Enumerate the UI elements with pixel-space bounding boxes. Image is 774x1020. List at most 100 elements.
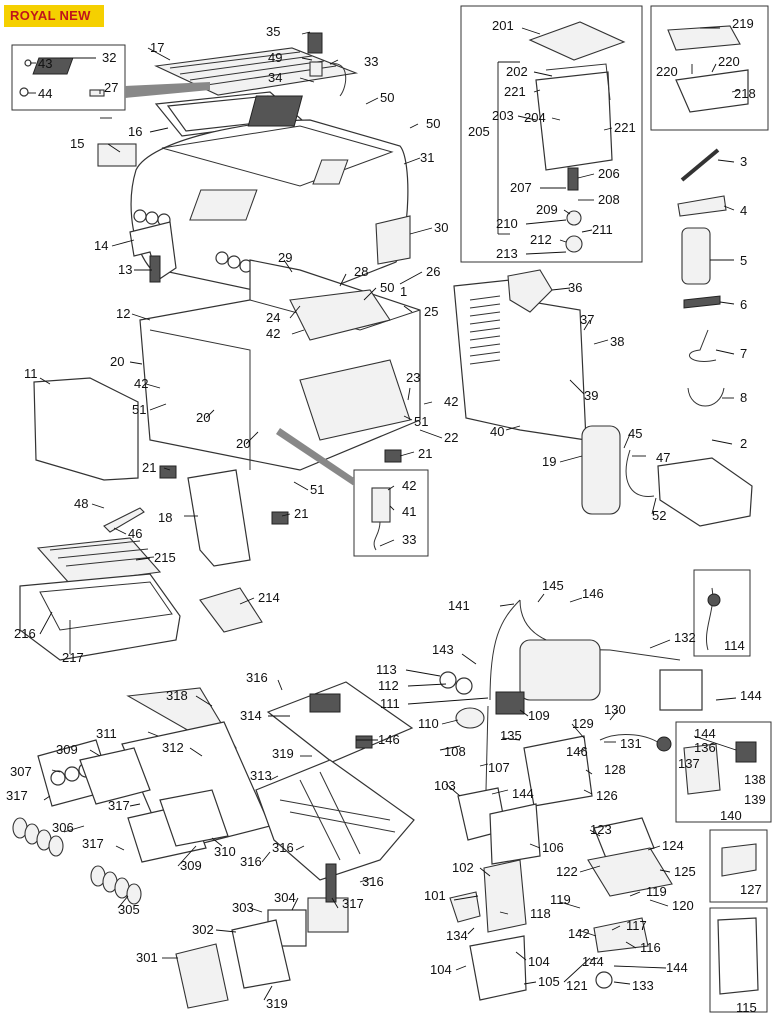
small-parts-inset — [19, 57, 105, 97]
bracket-36 — [507, 269, 553, 313]
brush-3 — [680, 148, 720, 182]
callout-219: 219 — [732, 16, 754, 31]
callout-30: 30 — [434, 220, 448, 235]
callout-146-2: 146 — [378, 732, 400, 747]
callout-116: 116 — [640, 940, 661, 955]
grounds-drawer-18 — [187, 469, 251, 567]
callout-12: 12 — [116, 306, 130, 321]
callout-16: 16 — [128, 124, 142, 139]
callout-42-1: 42 — [266, 326, 280, 341]
callout-144-3: 144 — [512, 786, 534, 801]
callout-146-1: 146 — [582, 586, 604, 601]
callout-43: 43 — [38, 56, 52, 71]
callout-119-2: 119 — [646, 884, 667, 899]
heating-block-2 — [657, 457, 753, 527]
grease-tube-4 — [677, 195, 727, 217]
callout-2: 2 — [740, 436, 747, 451]
tube-8 — [687, 387, 725, 407]
callout-306: 306 — [52, 820, 74, 835]
callout-316-4: 316 — [362, 874, 384, 889]
callout-316-2: 316 — [240, 854, 262, 869]
callout-132: 132 — [674, 630, 696, 645]
callout-124: 124 — [662, 838, 684, 853]
callout-135: 135 — [500, 728, 522, 743]
callout-304: 304 — [274, 890, 296, 905]
callout-134: 134 — [446, 928, 468, 943]
inset-box-water-tank — [460, 5, 643, 263]
callout-8: 8 — [740, 390, 747, 405]
callout-317-3: 317 — [82, 836, 104, 851]
callout-136: 136 — [694, 740, 716, 755]
callout-146-3: 146 — [566, 744, 588, 759]
callout-215: 215 — [154, 550, 176, 565]
callout-120: 120 — [672, 898, 694, 913]
callout-112: 112 — [378, 678, 399, 693]
callout-47: 47 — [656, 450, 670, 465]
callout-144-2: 144 — [694, 726, 716, 741]
callout-51-2: 51 — [414, 414, 428, 429]
callout-144-4: 144 — [666, 960, 688, 975]
callout-37: 37 — [580, 312, 594, 327]
power-cord-7 — [688, 329, 717, 362]
callout-210: 210 — [496, 216, 518, 231]
callout-316-1: 316 — [246, 670, 268, 685]
callout-301: 301 — [136, 950, 158, 965]
machine-top-housing — [97, 32, 411, 301]
filter-cartridge-5 — [681, 227, 711, 285]
lever-46 — [103, 507, 145, 533]
callout-203: 203 — [492, 108, 514, 123]
callout-319-2: 319 — [266, 996, 288, 1011]
sensor-41 — [371, 487, 391, 523]
callout-21-2: 21 — [418, 446, 432, 461]
callout-20-3: 20 — [236, 436, 250, 451]
callout-122: 122 — [556, 864, 578, 879]
callout-307: 307 — [10, 764, 32, 779]
callout-314: 314 — [240, 708, 262, 723]
callout-49: 49 — [268, 50, 282, 65]
callout-50-2: 50 — [426, 116, 440, 131]
callout-310: 310 — [214, 844, 236, 859]
callout-317-1: 317 — [6, 788, 28, 803]
callout-121: 121 — [566, 978, 588, 993]
water-tank-parts — [528, 21, 626, 253]
callout-104-2: 104 — [528, 954, 550, 969]
callout-25: 25 — [424, 304, 438, 319]
callout-7: 7 — [740, 346, 747, 361]
callout-130: 130 — [604, 702, 626, 717]
callout-220-2: 220 — [718, 54, 740, 69]
callout-36: 36 — [568, 280, 582, 295]
inset-box-127 — [709, 829, 768, 903]
callout-11: 11 — [24, 366, 38, 381]
callout-17: 17 — [150, 40, 164, 55]
callout-119-1: 119 — [550, 892, 571, 907]
callout-4: 4 — [740, 203, 747, 218]
callout-211: 211 — [592, 222, 613, 237]
callout-40: 40 — [490, 424, 504, 439]
callout-29: 29 — [278, 250, 292, 265]
callout-125: 125 — [674, 864, 696, 879]
callout-145: 145 — [542, 578, 564, 593]
callout-213: 213 — [496, 246, 518, 261]
callout-3: 3 — [740, 154, 747, 169]
callout-204: 204 — [524, 110, 546, 125]
callout-143: 143 — [432, 642, 454, 657]
callout-128: 128 — [604, 762, 626, 777]
callout-44: 44 — [38, 86, 52, 101]
callout-217: 217 — [62, 650, 84, 665]
callout-221-2: 221 — [614, 120, 636, 135]
callout-20-1: 20 — [110, 354, 124, 369]
callout-28: 28 — [354, 264, 368, 279]
callout-41: 41 — [402, 504, 416, 519]
callout-205: 205 — [468, 124, 490, 139]
callout-218: 218 — [734, 86, 756, 101]
callout-118: 118 — [530, 906, 551, 921]
callout-139: 139 — [744, 792, 766, 807]
inset-box-container-218 — [650, 5, 769, 131]
callout-115: 115 — [736, 1000, 757, 1015]
callout-21-1: 21 — [142, 460, 156, 475]
callout-6: 6 — [740, 297, 747, 312]
callout-109: 109 — [528, 708, 550, 723]
callout-20-2: 20 — [196, 410, 210, 425]
callout-141: 141 — [448, 598, 470, 613]
